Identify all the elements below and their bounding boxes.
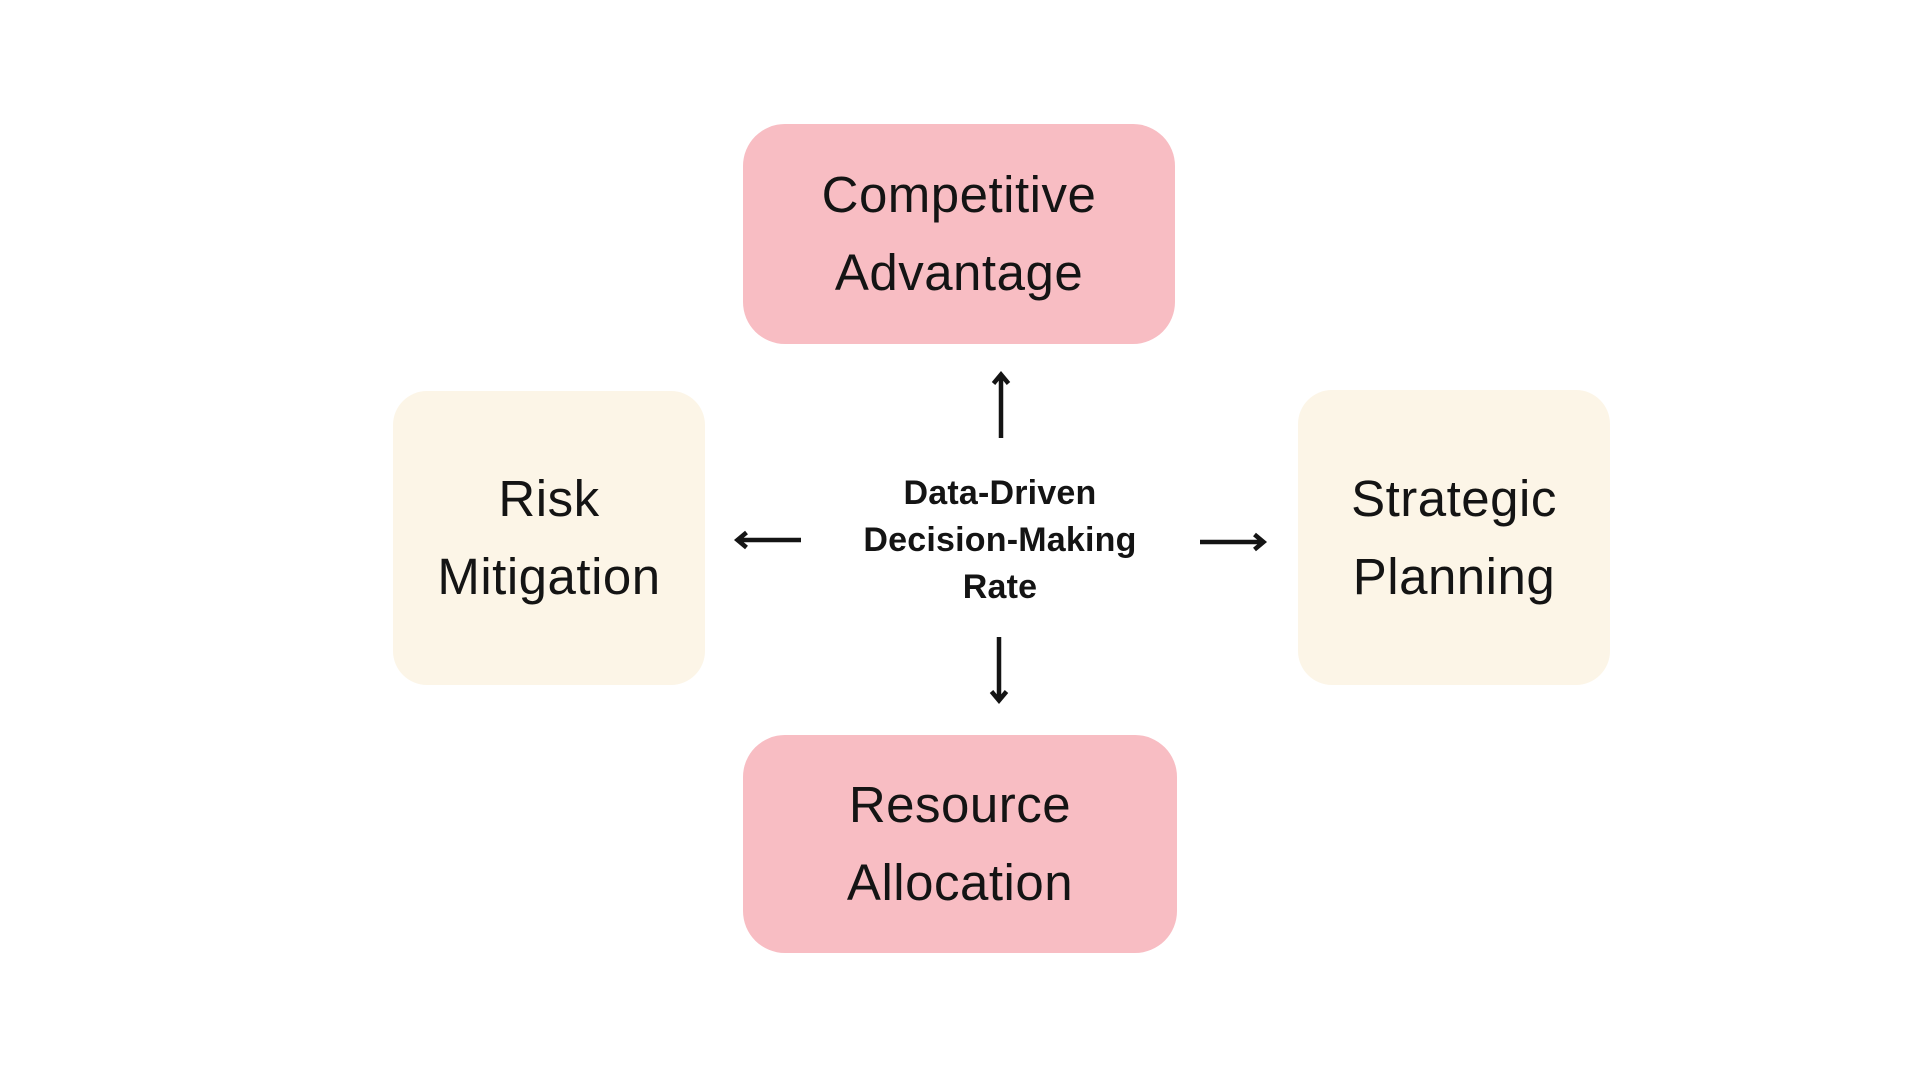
arrow-right-icon xyxy=(1200,532,1268,552)
node-resource-allocation: Resource Allocation xyxy=(743,735,1177,953)
arrow-down-icon xyxy=(989,637,1009,705)
node-strategic-planning: Strategic Planning xyxy=(1298,390,1610,685)
arrow-up-icon xyxy=(991,370,1011,438)
node-risk-mitigation: Risk Mitigation xyxy=(393,391,705,685)
node-risk-mitigation-label: Risk Mitigation xyxy=(437,470,661,605)
arrow-left-icon xyxy=(733,530,801,550)
node-competitive-advantage: Competitive Advantage xyxy=(743,124,1175,344)
node-resource-allocation-label: Resource Allocation xyxy=(846,776,1074,911)
center-topic-label: Data-Driven Decision-Making Rate xyxy=(863,474,1137,606)
node-strategic-planning-label: Strategic Planning xyxy=(1351,469,1557,605)
node-competitive-advantage-label: Competitive Advantage xyxy=(821,166,1097,301)
